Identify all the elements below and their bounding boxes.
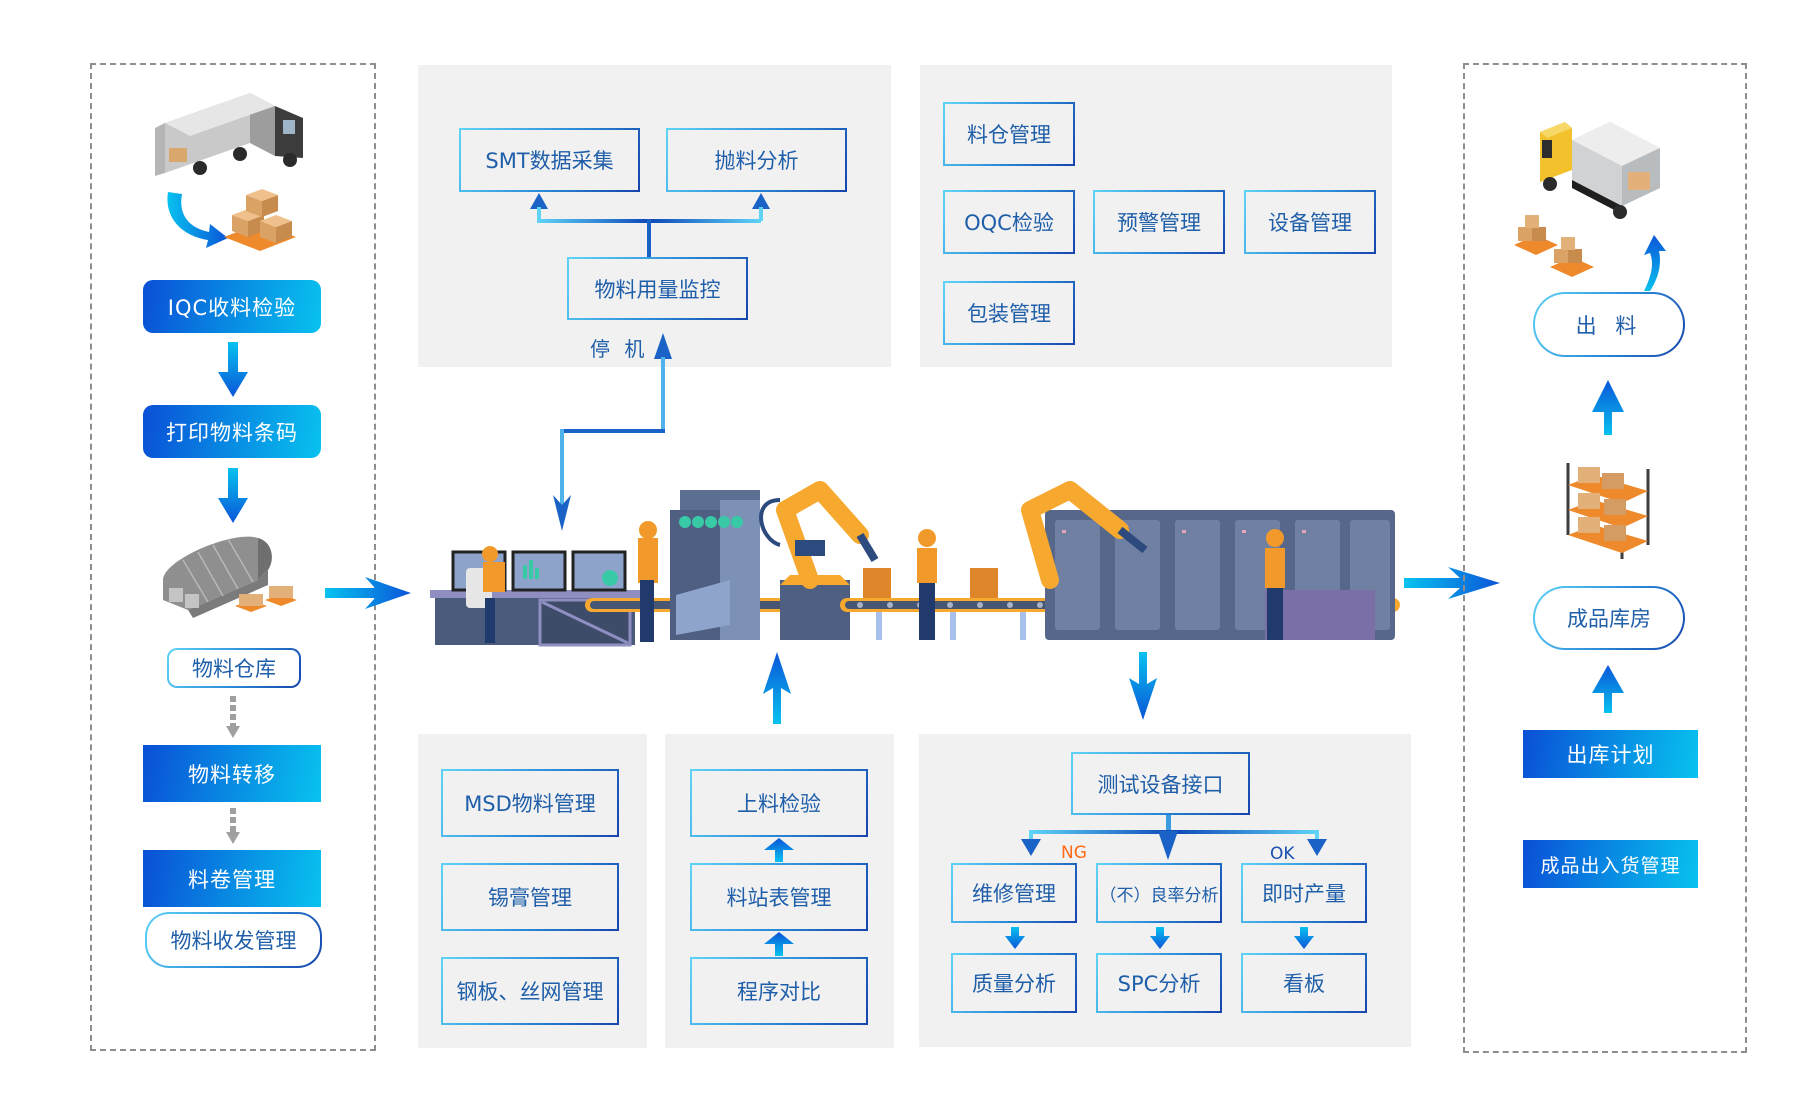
- bin-management-box[interactable]: 料仓管理: [943, 102, 1075, 166]
- material-dispatch-box[interactable]: 物料收发管理: [145, 912, 322, 968]
- repair-management-label: 维修管理: [972, 882, 1056, 906]
- down-arrow-icon: [1129, 652, 1157, 720]
- yield-analysis-label: （不）良率分析: [1099, 885, 1219, 906]
- yield-analysis-box[interactable]: （不）良率分析: [1096, 863, 1222, 923]
- finished-goods-io-button[interactable]: 成品出入货管理: [1523, 840, 1698, 888]
- throw-material-analysis-box[interactable]: 抛料分析: [666, 128, 847, 192]
- program-compare-box[interactable]: 程序对比: [690, 957, 868, 1025]
- worker-icon: [917, 529, 937, 640]
- msd-material-box[interactable]: MSD物料管理: [441, 769, 619, 837]
- kanban-board-box[interactable]: 看板: [1241, 953, 1367, 1013]
- right-arrow-icon: [1404, 567, 1500, 599]
- stop-signal-connector: [550, 333, 690, 533]
- up-arrow-icon: [1592, 380, 1624, 435]
- alert-management-box[interactable]: 预警管理: [1093, 190, 1225, 254]
- reel-management-button[interactable]: 料卷管理: [143, 850, 321, 907]
- server-rack-icon: [1021, 481, 1395, 640]
- packaging-management-label: 包装管理: [967, 302, 1051, 326]
- up-arrow-icon: [1592, 665, 1624, 713]
- down-arrow-icon: [1005, 927, 1025, 949]
- alert-management-label: 预警管理: [1117, 211, 1201, 235]
- loading-inspection-label: 上料检验: [737, 792, 821, 816]
- delivery-truck-icon: [155, 88, 315, 188]
- repair-management-box[interactable]: 维修管理: [951, 863, 1077, 923]
- branch-connector: [530, 193, 770, 263]
- bin-management-label: 料仓管理: [967, 123, 1051, 147]
- solder-paste-box[interactable]: 锡膏管理: [441, 863, 619, 931]
- stencil-screen-label: 钢板、丝网管理: [456, 980, 604, 1004]
- finished-goods-io-label: 成品出入货管理: [1540, 854, 1681, 877]
- smt-data-collection-box[interactable]: SMT数据采集: [459, 128, 640, 192]
- station-table-label: 料站表管理: [726, 886, 832, 910]
- oqc-inspection-label: OQC检验: [964, 211, 1054, 235]
- inbound-section: [90, 63, 376, 1051]
- outbound-plan-button[interactable]: 出库计划: [1523, 730, 1698, 778]
- down-arrow-icon: [218, 342, 248, 397]
- realtime-output-label: 即时产量: [1262, 882, 1346, 906]
- down-arrow-icon: [1150, 927, 1170, 949]
- loading-inspection-box[interactable]: 上料检验: [690, 769, 868, 837]
- material-usage-monitor-label: 物料用量监控: [594, 277, 721, 302]
- spc-analysis-label: SPC分析: [1117, 972, 1201, 996]
- robot-arm-icon: [759, 481, 879, 640]
- quality-analysis-label: 质量分析: [972, 972, 1056, 996]
- outbound-plan-label: 出库计划: [1566, 743, 1655, 767]
- ship-out-box[interactable]: 出 料: [1533, 292, 1685, 357]
- quality-analysis-box[interactable]: 质量分析: [951, 953, 1077, 1013]
- material-warehouse-box[interactable]: 物料仓库: [167, 648, 301, 688]
- throw-material-analysis-label: 抛料分析: [714, 149, 799, 173]
- test-branch-connector: [1021, 815, 1327, 860]
- test-equipment-interface-box[interactable]: 测试设备接口: [1071, 752, 1250, 815]
- up-arrow-icon: [763, 652, 791, 724]
- print-barcode-label: 打印物料条码: [166, 420, 298, 445]
- msd-material-label: MSD物料管理: [464, 792, 596, 816]
- ng-label: NG: [1061, 843, 1087, 863]
- iqc-inspection-button[interactable]: IQC收料检验: [143, 280, 321, 333]
- control-desk-icon: [430, 546, 640, 647]
- finished-goods-warehouse-label: 成品库房: [1567, 607, 1651, 631]
- kanban-board-label: 看板: [1283, 972, 1325, 996]
- stop-label: 停 机: [590, 337, 649, 361]
- up-arrow-icon: [764, 838, 794, 862]
- equipment-management-box[interactable]: 设备管理: [1244, 190, 1376, 254]
- delivery-truck-icon: [1520, 120, 1680, 220]
- equipment-management-label: 设备管理: [1268, 211, 1352, 235]
- material-dispatch-label: 物料收发管理: [170, 929, 297, 953]
- iqc-inspection-label: IQC收料检验: [167, 295, 297, 320]
- test-equipment-interface-label: 测试设备接口: [1097, 772, 1224, 797]
- pallet-boxes-icon: [1512, 205, 1612, 285]
- storage-shelf-icon: [1560, 455, 1655, 565]
- smt-data-collection-label: SMT数据采集: [485, 149, 614, 173]
- material-usage-monitor-box[interactable]: 物料用量监控: [567, 257, 748, 320]
- solder-paste-label: 锡膏管理: [488, 886, 572, 910]
- material-warehouse-label: 物料仓库: [192, 657, 276, 681]
- down-arrow-icon: [1294, 927, 1314, 949]
- reel-management-label: 料卷管理: [188, 867, 276, 892]
- dashed-down-arrow-icon: [226, 808, 240, 844]
- dashed-down-arrow-icon: [226, 696, 240, 738]
- oqc-inspection-box[interactable]: OQC检验: [943, 190, 1075, 254]
- packaging-management-box[interactable]: 包装管理: [943, 281, 1075, 345]
- material-transfer-label: 物料转移: [188, 762, 276, 787]
- outbound-section: [1463, 63, 1747, 1053]
- material-transfer-button[interactable]: 物料转移: [143, 745, 321, 802]
- ok-label: OK: [1270, 844, 1295, 864]
- ship-out-label: 出 料: [1575, 313, 1643, 338]
- finished-goods-warehouse-box[interactable]: 成品库房: [1533, 586, 1685, 650]
- production-line-illustration: [430, 480, 1400, 647]
- curved-arrow-icon: [160, 190, 230, 250]
- down-arrow-icon: [218, 468, 248, 523]
- realtime-output-box[interactable]: 即时产量: [1241, 863, 1367, 923]
- program-compare-label: 程序对比: [737, 980, 821, 1004]
- print-barcode-button[interactable]: 打印物料条码: [143, 405, 321, 458]
- stencil-screen-box[interactable]: 钢板、丝网管理: [441, 957, 619, 1025]
- curved-up-arrow-icon: [1640, 235, 1668, 291]
- warehouse-icon: [163, 530, 298, 625]
- station-table-box[interactable]: 料站表管理: [690, 863, 868, 931]
- pallet-boxes-icon: [220, 175, 300, 255]
- spc-analysis-box[interactable]: SPC分析: [1096, 953, 1222, 1013]
- up-arrow-icon: [764, 932, 794, 956]
- right-arrow-icon: [325, 577, 411, 609]
